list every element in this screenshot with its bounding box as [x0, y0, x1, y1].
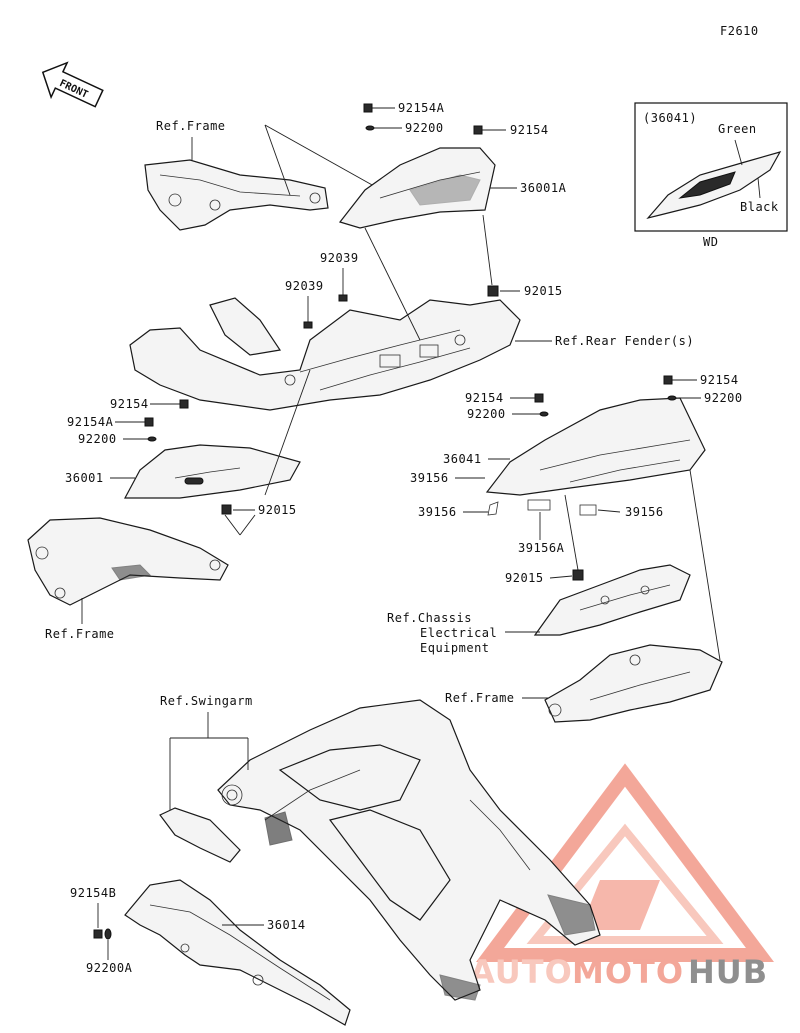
label-ref-frame-left: Ref.Frame	[45, 627, 115, 641]
figure-code: F2610	[720, 24, 759, 38]
label-39156-c: 39156	[625, 505, 664, 519]
label-92200-mid: 92200	[467, 407, 506, 421]
label-92154-mid: 92154	[465, 391, 504, 405]
label-92200A: 92200A	[86, 961, 133, 975]
label-39156A: 39156A	[518, 541, 565, 555]
label-ref-chassis-2: Electrical	[420, 626, 497, 640]
label-92154A-top: 92154A	[398, 101, 445, 115]
watermark-text-auto: AUTO	[470, 953, 573, 991]
label-92154-top: 92154	[510, 123, 549, 137]
label-36041: 36041	[443, 452, 482, 466]
part-36014-chain-cover	[124, 879, 351, 1026]
inset-part-ref: (36041)	[643, 111, 697, 125]
label-92039-a: 92039	[320, 251, 359, 265]
label-39156-a: 39156	[410, 471, 449, 485]
inset-variant: WD	[703, 235, 718, 249]
label-92200-left: 92200	[78, 432, 117, 446]
inset-color-green: Green	[718, 122, 757, 136]
label-39156-b: 39156	[418, 505, 457, 519]
label-92015-mid: 92015	[505, 571, 544, 585]
watermark-text-hub: HUB	[688, 953, 768, 991]
label-ref-frame-right: Ref.Frame	[445, 691, 515, 705]
label-92154-right: 92154	[700, 373, 739, 387]
label-ref-rear-fender: Ref.Rear Fender(s)	[555, 334, 694, 348]
label-ref-chassis-1: Ref.Chassis	[387, 611, 472, 625]
frame-part-top	[144, 159, 329, 231]
clip-92015-mid	[572, 569, 584, 581]
label-36001A: 36001A	[520, 181, 567, 195]
frame-part-right	[544, 644, 723, 723]
label-ref-chassis-3: Equipment	[420, 641, 490, 655]
label-92200-top: 92200	[405, 121, 444, 135]
clip-92015-top	[487, 285, 499, 297]
label-92015-top: 92015	[524, 284, 563, 298]
label-ref-swingarm: Ref.Swingarm	[160, 694, 253, 708]
part-36041-cover	[485, 397, 706, 496]
label-92015-left: 92015	[258, 503, 297, 517]
color-variant-inset: (36041) Green Black WD	[634, 102, 788, 249]
label-36001: 36001	[65, 471, 104, 485]
rear-fender-assembly	[129, 297, 521, 411]
chassis-electrical-bracket	[533, 564, 691, 636]
watermark-text-moto: MOTO	[572, 953, 684, 991]
chain-guide	[159, 807, 293, 863]
watermark-logo: AUTO MOTO HUB	[470, 763, 774, 991]
part-36001-cover	[123, 444, 301, 499]
frame-part-left	[27, 517, 229, 606]
part-36001A-cover	[338, 147, 496, 229]
label-92039-b: 92039	[285, 279, 324, 293]
label-92154-left: 92154	[110, 397, 149, 411]
label-92154B: 92154B	[70, 886, 116, 900]
inset-color-black: Black	[740, 200, 779, 214]
label-ref-frame-top: Ref.Frame	[156, 119, 226, 133]
label-92154A-left: 92154A	[67, 415, 114, 429]
swingarm	[217, 699, 601, 1001]
label-36014: 36014	[267, 918, 306, 932]
front-arrow-icon: FRONT	[41, 61, 104, 108]
label-92200-right: 92200	[704, 391, 743, 405]
